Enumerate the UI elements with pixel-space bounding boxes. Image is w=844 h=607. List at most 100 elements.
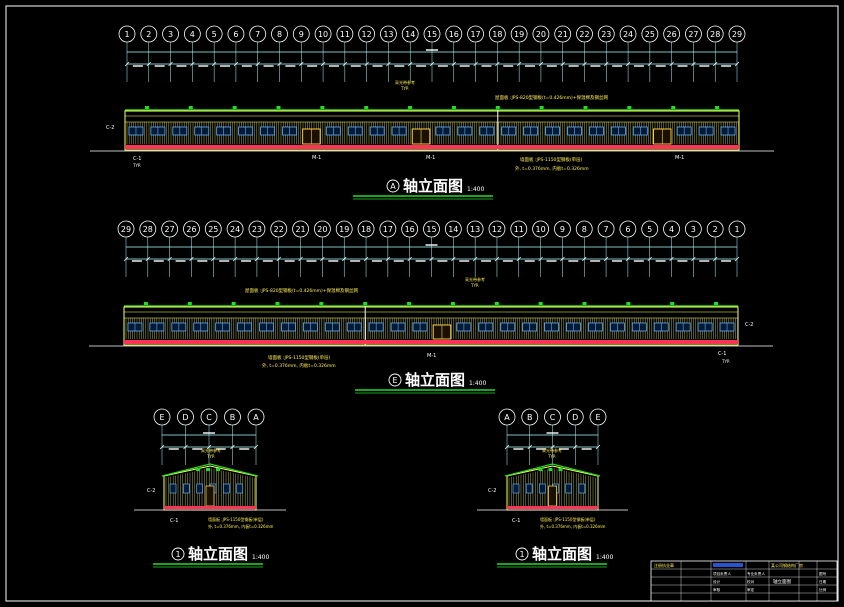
left-side-elevation — [134, 463, 286, 511]
front-dim-tick — [604, 61, 609, 67]
front-dim-tick — [277, 61, 282, 67]
back-skylight — [231, 302, 236, 305]
front-axis-label: 3 — [168, 30, 173, 39]
back-axis-label: 4 — [669, 225, 674, 234]
back-dim-value — [371, 260, 382, 262]
right-side-dim-value — [536, 448, 547, 450]
back-dim-value — [459, 260, 470, 262]
back-dim-value — [197, 260, 208, 262]
back-title-text: 轴立面图 — [405, 371, 465, 389]
back-axis-label: 24 — [230, 225, 240, 234]
back-axis-label: 18 — [361, 225, 371, 234]
front-skylight — [451, 106, 456, 109]
front-axis-label: 9 — [299, 30, 304, 39]
right-side-note-wall: 墙面板 :JPS-1150型钢板(单层) — [540, 516, 596, 522]
back-note-m1: M-1 — [427, 353, 436, 359]
front-dim-value — [220, 65, 231, 67]
back-dim-tick — [341, 256, 347, 262]
front-dim-value — [154, 65, 165, 67]
front-dim-value — [176, 65, 187, 67]
front-dim-tick — [342, 61, 348, 67]
back-axis-label: 27 — [165, 225, 175, 234]
left-side-window — [236, 483, 244, 494]
front-dim-tick — [560, 61, 565, 67]
back-dim-tick — [451, 256, 456, 262]
back-axis-label: 2 — [713, 225, 718, 234]
front-axis-label: 12 — [362, 30, 372, 39]
front-axis-label: 22 — [579, 30, 589, 39]
front-dim-tick — [364, 61, 369, 67]
back-dim-value — [415, 260, 426, 262]
back-axis-label: 16 — [405, 225, 415, 234]
right-side-elevation — [477, 463, 628, 511]
back-skylight — [143, 302, 148, 305]
title-block: 注册执业章某公司钢结构厂房轴立面图项目负责人专业负责人设计校对审核审定图号日期比… — [650, 560, 838, 602]
left-side-dim-tick — [183, 444, 188, 450]
right-side-window — [525, 483, 533, 494]
right-side-dim-total — [546, 432, 559, 434]
front-skylight — [539, 106, 544, 109]
back-axis-label: 20 — [317, 225, 327, 234]
front-dim-tick — [451, 61, 457, 67]
left-side-skylight — [196, 468, 200, 471]
left-side-note-wall2: 外, t=0.376mm, 内板t=0.326mm — [208, 523, 274, 529]
front-dim-tick — [299, 61, 304, 67]
front-axis-label: 24 — [623, 30, 633, 39]
left-side-dim-tick — [253, 444, 259, 450]
right-side-window — [512, 483, 520, 494]
front-elevation — [90, 106, 774, 152]
back-dim-value — [153, 260, 164, 262]
left-side-note-c1: C-1 — [170, 518, 178, 524]
front-dim-tick — [473, 61, 478, 67]
front-note-typ2: TYP. — [132, 163, 141, 168]
back-skylight — [319, 302, 324, 305]
back-skylight — [670, 302, 675, 305]
back-dim-tick — [560, 256, 565, 262]
front-dim-tick — [190, 61, 195, 67]
back-dim-value — [262, 260, 273, 262]
front-title-badge — [386, 179, 400, 193]
left-side-dim-value — [215, 448, 226, 450]
right-side-axis-label: B — [527, 413, 533, 422]
back-dim-tick — [232, 256, 238, 262]
front-axis-label: 1 — [124, 30, 129, 39]
back-dim-value — [524, 260, 535, 262]
title-block-role: 审核 — [713, 587, 721, 592]
left-side-axis-label: D — [182, 413, 188, 422]
front-note-m1b: M-1 — [426, 155, 435, 161]
left-side-axis-label: E — [159, 413, 164, 422]
right-side-dim-value — [581, 448, 592, 450]
back-note-wall2: 外, t=0.376mm, 内板t=0.326mm — [262, 362, 336, 369]
back-skylight — [363, 302, 368, 305]
right-side-dim-value — [558, 448, 569, 450]
front-dim-total — [426, 49, 438, 51]
left-side-title-scale: 1:400 — [252, 554, 269, 561]
front-dim-value — [503, 65, 514, 67]
back-skylight — [494, 302, 499, 305]
front-dim-value — [307, 65, 318, 67]
front-axis-label: 11 — [340, 30, 350, 39]
title-block-sheet: 轴立面图 — [773, 578, 791, 585]
front-axis-label: 13 — [383, 30, 393, 39]
left-side-window — [222, 483, 230, 494]
front-axis-label: 15 — [427, 30, 437, 39]
front-dim-tick — [124, 61, 130, 67]
back-dim-tick — [538, 256, 543, 262]
front-dim-tick — [386, 61, 391, 67]
left-side-title-text: 轴立面图 — [188, 545, 248, 563]
back-note-c1: C-1 — [718, 351, 726, 357]
front-dim-value — [328, 65, 339, 67]
front-dim-value — [263, 65, 274, 67]
front-dim-tick — [233, 61, 239, 67]
front-note-m1c: M-1 — [675, 155, 684, 161]
front-dim-value — [699, 65, 710, 67]
left-side-dim-value — [192, 448, 203, 450]
front-skylight — [671, 106, 676, 109]
front-axis-label: 23 — [601, 30, 611, 39]
back-axis-label: 25 — [208, 225, 218, 234]
title-block-role: 项目负责人 — [713, 571, 731, 576]
front-dim-tick — [255, 61, 260, 67]
